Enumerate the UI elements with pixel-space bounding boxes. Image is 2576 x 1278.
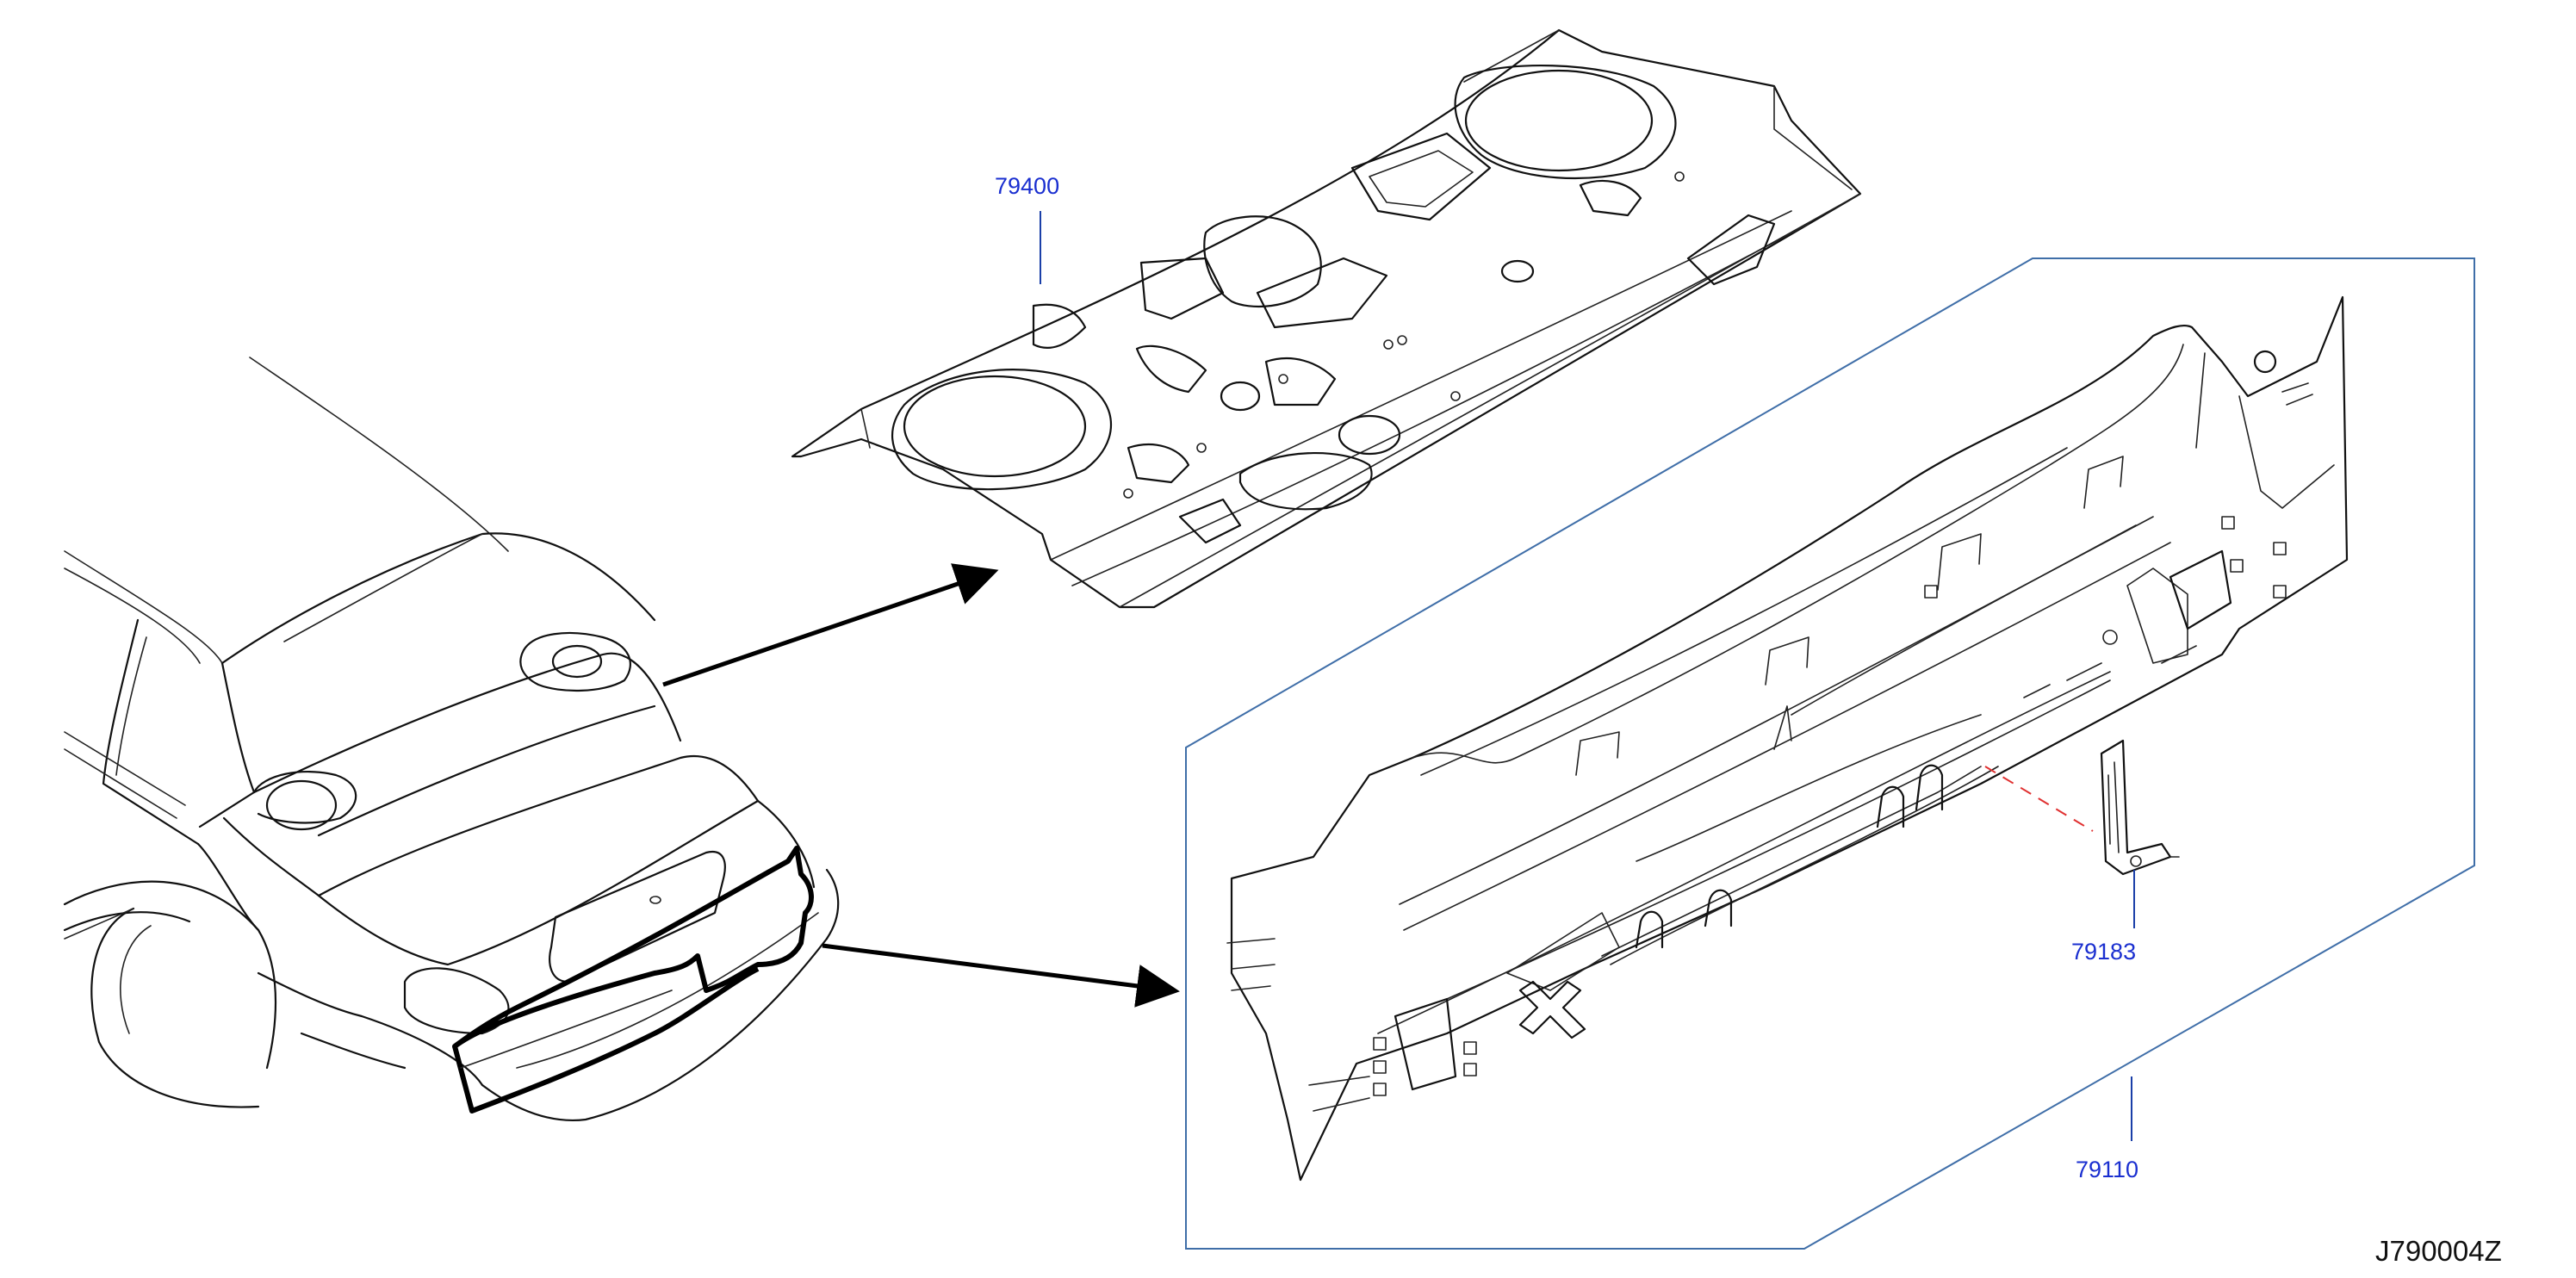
- arrow-to-parcel-shelf: [662, 563, 999, 687]
- vehicle-rear-view: [63, 357, 840, 1121]
- highlighted-rear-panel-outline: [452, 846, 814, 1049]
- part-number-79400[interactable]: 79400: [995, 173, 1060, 199]
- hidden-line-link: [1984, 766, 2094, 832]
- part-number-79183[interactable]: 79183: [2071, 939, 2137, 965]
- drawing-code: J790004Z: [2375, 1235, 2502, 1267]
- part-number-79110[interactable]: 79110: [2076, 1157, 2139, 1182]
- rear-parcel-shelf-drawing: [791, 28, 1862, 609]
- rear-panel-assembly-drawing: [1185, 257, 2475, 1250]
- parts-group-frame: [1185, 257, 2475, 1250]
- rear-panel-bracket-drawing: [2100, 739, 2180, 876]
- arrow-to-rear-panel: [822, 943, 1180, 1008]
